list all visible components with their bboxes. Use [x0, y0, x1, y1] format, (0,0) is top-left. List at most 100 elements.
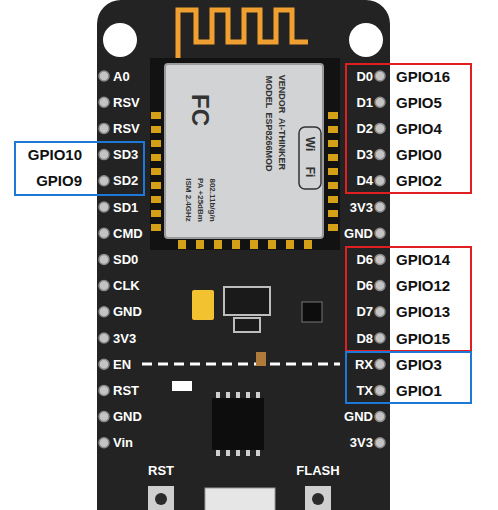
pin-label: D6: [356, 279, 373, 292]
resistor: [256, 352, 266, 366]
antenna-trace: [178, 10, 308, 58]
pin-label: CMD: [113, 227, 143, 240]
pin-hole: [99, 228, 109, 238]
gpio-label: GPIO4: [396, 121, 442, 136]
module-pad: [214, 240, 222, 249]
pin-label: GND: [113, 305, 142, 318]
capacitor: [192, 290, 214, 320]
chip-pin: [236, 392, 240, 398]
pin-hole: [99, 150, 109, 160]
module-marking: FC: [188, 94, 212, 126]
chip-pin: [216, 392, 220, 398]
module-pad: [304, 240, 312, 249]
gpio-label: GPIO15: [396, 331, 450, 346]
chip-pin: [216, 450, 220, 456]
pin-label: RST: [113, 384, 139, 397]
pin-group-box: GPIO10 SD3GPIO9 SD2: [14, 141, 145, 196]
diode: [302, 302, 322, 322]
pin-hole: [375, 385, 385, 395]
module-pad: [286, 240, 294, 249]
module-pad: [151, 154, 161, 161]
pin-label: D2: [356, 122, 373, 135]
pin-hole: [375, 71, 385, 81]
pin-hole: [99, 281, 109, 291]
gpio-label: GPIO1: [396, 383, 442, 398]
module-marking: MODEL: [264, 76, 273, 109]
pin-hole: [99, 333, 109, 343]
module-pad: [328, 210, 338, 217]
pin-label: SD3: [113, 148, 138, 161]
gpio-label: GPIO14: [396, 252, 450, 267]
chip-pin: [256, 392, 260, 398]
chip-pin: [256, 450, 260, 456]
pin-hole: [99, 176, 109, 186]
gpio-label: GPIO10: [28, 147, 82, 162]
pin-hole: [99, 438, 109, 448]
gpio-label: GPIO9: [36, 173, 82, 188]
pin-hole: [375, 307, 385, 317]
pin-hole: [99, 254, 109, 264]
module-pad: [328, 182, 338, 189]
pin-hole: [99, 412, 109, 422]
pin-label: GND: [113, 410, 142, 423]
pin-hole: [375, 150, 385, 160]
module-pad: [328, 126, 338, 133]
mounting-hole: [103, 23, 137, 57]
chip-pin: [246, 392, 250, 398]
gpio-label: GPIO3: [396, 357, 442, 372]
pin-label: FLASH: [296, 464, 339, 477]
module-pad: [151, 112, 161, 119]
module-marking: 802.11b/g/n: [208, 178, 216, 221]
module-pad: [268, 240, 276, 249]
pin-group-box: D0GPIO16D1GPIO5D2GPIO4D3GPIO0D4GPIO2: [345, 63, 472, 195]
module-marking: VENDOR: [277, 75, 286, 114]
pin-label: D1: [356, 96, 373, 109]
module-pad: [328, 140, 338, 147]
pin-hole: [99, 385, 109, 395]
pin-label: SD1: [113, 201, 138, 214]
module-pad: [328, 154, 338, 161]
gpio-label: GPIO2: [396, 173, 442, 188]
chip-pin: [226, 450, 230, 456]
pin-label: D3: [356, 148, 373, 161]
pin-label: RST: [148, 464, 174, 477]
pin-hole: [99, 97, 109, 107]
pin-label: D7: [356, 305, 373, 318]
module-pad: [196, 240, 204, 249]
pin-label: RSV: [113, 96, 140, 109]
pin-group-box: D6GPIO14D6GPIO12D7GPIO13D8GPIO15: [345, 246, 472, 352]
pin-label: TX: [356, 384, 373, 397]
pin-label: RSV: [113, 122, 140, 135]
usb-chip: [212, 398, 264, 450]
pin-hole: [375, 412, 385, 422]
module-pad: [151, 182, 161, 189]
module-pad: [151, 196, 161, 203]
pin-hole: [375, 438, 385, 448]
pin-label: D8: [356, 332, 373, 345]
pin-label: RX: [355, 358, 373, 371]
module-marking: AI-THINKER: [277, 118, 286, 170]
pin-hole: [375, 281, 385, 291]
pin-label: SD0: [113, 253, 138, 266]
module-pad: [232, 240, 240, 249]
pin-label: SD2: [113, 174, 138, 187]
chip-pin: [226, 392, 230, 398]
pin-hole: [375, 228, 385, 238]
module-marking: ESP8266MOD: [264, 112, 273, 171]
module-pad: [151, 224, 161, 231]
pin-hole: [375, 176, 385, 186]
pin-label: D4: [356, 174, 373, 187]
module-pad: [151, 210, 161, 217]
module-pad: [151, 168, 161, 175]
pin-group-box: RX GPIO3TX GPIO1: [345, 351, 472, 404]
pin-hole: [99, 71, 109, 81]
gpio-label: GPIO12: [396, 278, 450, 293]
gpio-label: GPIO16: [396, 69, 450, 84]
gpio-label: GPIO0: [396, 147, 442, 162]
regulator: [224, 287, 270, 315]
module-pad: [328, 112, 338, 119]
module-pad: [328, 196, 338, 203]
pin-hole: [375, 123, 385, 133]
module-pad: [151, 140, 161, 147]
shield-can: [165, 64, 323, 238]
